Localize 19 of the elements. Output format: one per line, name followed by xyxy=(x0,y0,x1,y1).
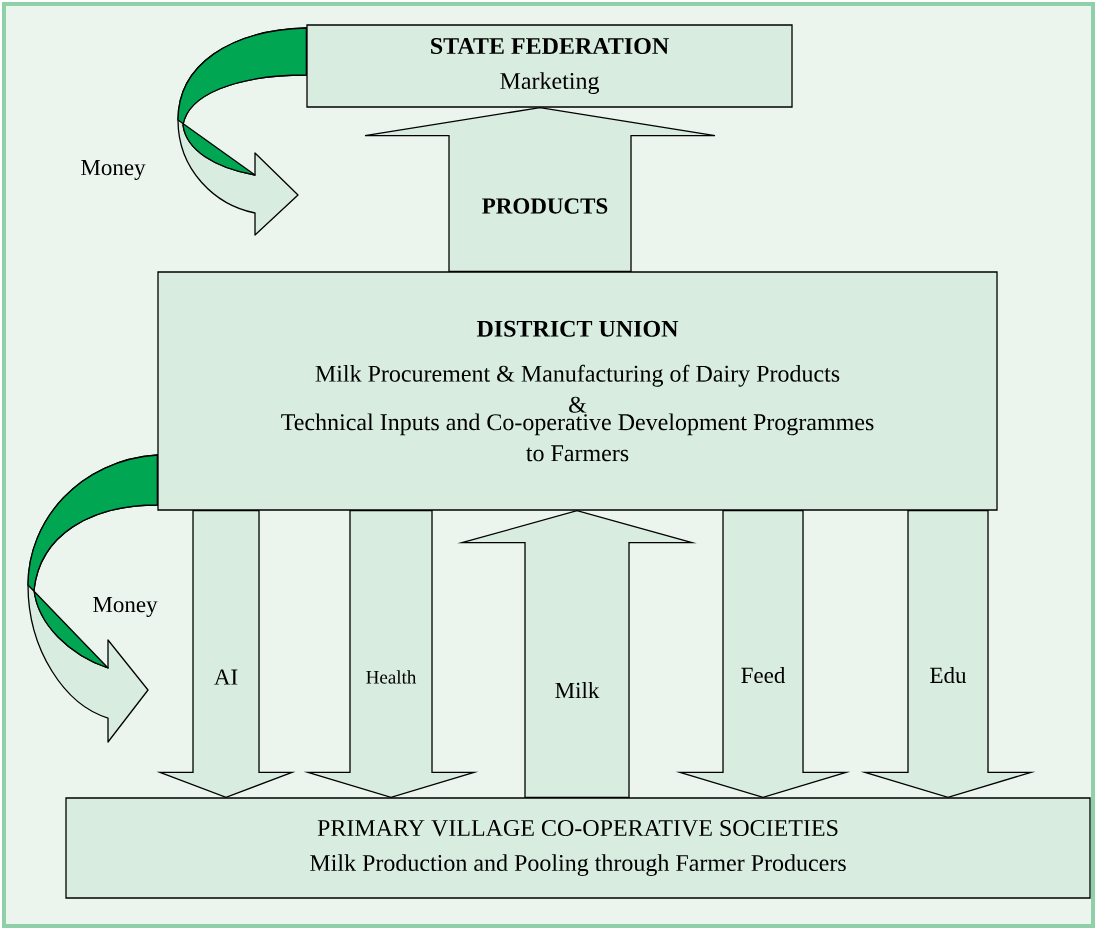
block-arrow xyxy=(156,510,296,799)
arrow-label: Feed xyxy=(741,666,786,684)
arrow-label: PRODUCTS xyxy=(482,198,608,214)
process-box: DISTRICT UNION Milk Procurement & Manufacturing of Dairy Products & Technical Inputs and Co-operative Development Programmes to Farmers xyxy=(157,271,998,511)
block-arrow xyxy=(303,510,479,799)
block-arrow xyxy=(860,510,1036,799)
arrow-label: Money xyxy=(93,597,158,618)
arrow-label: Edu xyxy=(930,666,967,684)
curved-arrow xyxy=(27,454,158,743)
arrow-label: Milk xyxy=(555,682,600,698)
process-box: STATE FEDERATION Marketing xyxy=(306,24,793,108)
arrow-label: Money xyxy=(81,160,146,180)
arrow-label: Health xyxy=(366,670,417,684)
curved-arrow xyxy=(177,27,307,236)
block-arrow xyxy=(675,510,851,799)
block-arrow xyxy=(457,510,697,798)
process-box: PRIMARY VILLAGE CO-OPERATIVE SOCIETIES Milk Production and Pooling through Farmer Producers xyxy=(65,797,1091,899)
arrow-label: AI xyxy=(214,669,238,685)
block-arrow xyxy=(364,107,716,272)
